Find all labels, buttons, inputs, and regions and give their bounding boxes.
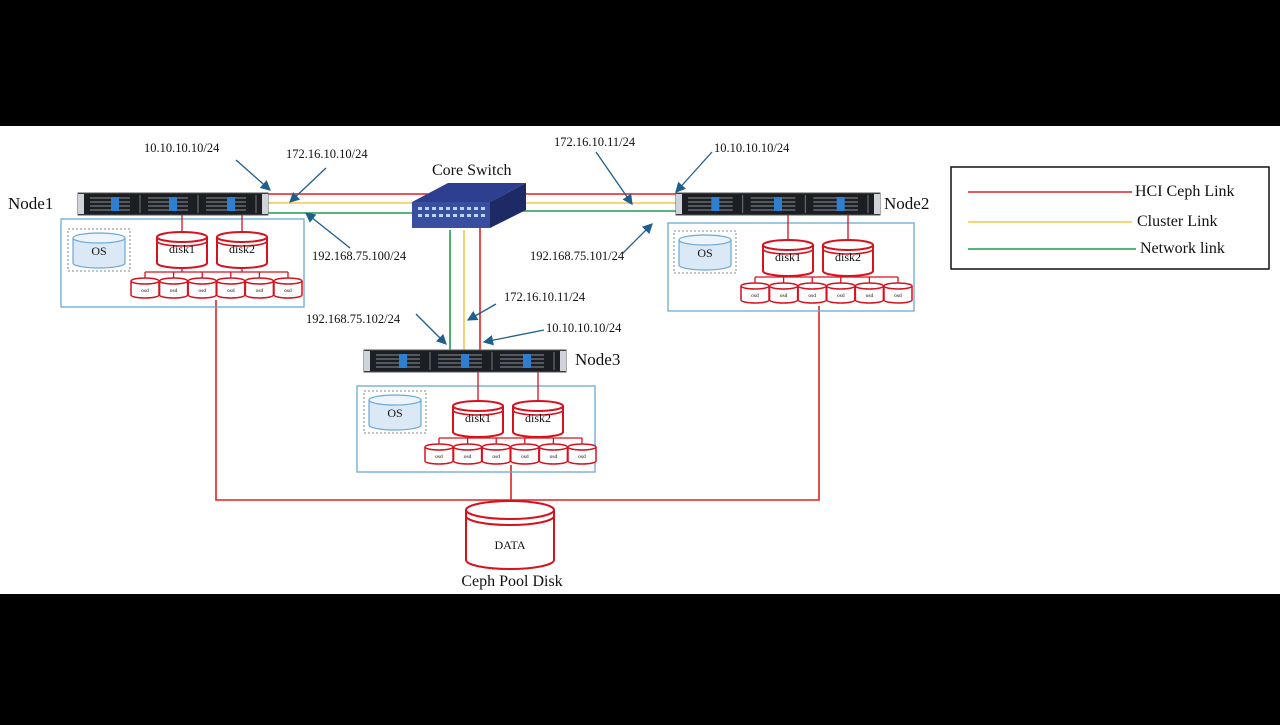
osd-label: osd <box>170 288 178 294</box>
osd-label: osd <box>866 293 874 299</box>
data-disk-1: disk1 <box>452 372 504 438</box>
pool-disk-label: DATA <box>494 538 525 552</box>
server-icon <box>363 349 567 373</box>
ip-node2-cluster: 172.16.10.11/24 <box>554 135 636 149</box>
legend-box <box>950 166 1270 270</box>
osd-disk: osd <box>883 282 913 304</box>
ceph-pool-disk: DATA Ceph Pool Disk <box>461 500 563 590</box>
osd-disk: osd <box>452 443 483 465</box>
os-disk: OS <box>363 390 427 434</box>
data-disk-2: disk2 <box>512 372 564 438</box>
osd-label: osd <box>256 288 264 294</box>
ip-node3-cluster: 172.16.10.11/24 <box>504 290 586 304</box>
osd-disk: osd <box>768 282 799 304</box>
data-disk-label: disk2 <box>229 242 255 256</box>
osd-label: osd <box>141 288 149 294</box>
os-disk-label: OS <box>387 406 402 420</box>
os-disk: OS <box>673 230 737 274</box>
osd-label: osd <box>435 454 443 460</box>
data-disk-2: disk2 <box>822 215 874 277</box>
data-disk-1: disk1 <box>156 215 208 272</box>
node-name: Node1 <box>8 194 53 213</box>
data-disk-label: disk1 <box>169 242 195 256</box>
osd-label: osd <box>808 293 816 299</box>
osd-label: osd <box>521 454 529 460</box>
osd-label: osd <box>227 288 235 294</box>
switch-side <box>490 183 526 228</box>
core-switch: Core Switch <box>412 162 526 228</box>
osd-label: osd <box>464 454 472 460</box>
node-storage-box <box>667 222 915 312</box>
ip-node2-network: 192.168.75.101/24 <box>530 249 625 263</box>
osd-label: osd <box>780 293 788 299</box>
osd-label: osd <box>284 288 292 294</box>
osd-disk: osd <box>424 443 454 465</box>
links <box>215 193 820 501</box>
legend-label-cluster: Cluster Link <box>1137 213 1217 230</box>
pool-caption: Ceph Pool Disk <box>461 573 562 590</box>
data-disk-1: disk1 <box>762 215 814 277</box>
osd-disk: osd <box>187 277 217 299</box>
osd-disk: osd <box>273 277 303 299</box>
osd-disk: osd <box>854 282 885 304</box>
ip-node2-ceph: 10.10.10.10/24 <box>714 141 790 155</box>
osd-label: osd <box>198 288 206 294</box>
switch-top <box>412 183 526 202</box>
switch-front <box>412 202 490 228</box>
ip-labels: 10.10.10.10/24 172.16.10.10/24 192.168.7… <box>144 135 790 335</box>
legend: HCI Ceph Link Cluster Link Network link <box>950 166 1270 270</box>
data-disk-2: disk2 <box>216 215 268 272</box>
data-disk-label: disk2 <box>525 411 551 425</box>
osd-disk: osd <box>826 282 856 304</box>
osd-disk: osd <box>244 277 275 299</box>
data-disk-label: disk1 <box>775 250 801 264</box>
switch-ports-icon <box>418 207 485 217</box>
osd-label: osd <box>550 454 558 460</box>
server-icon <box>675 192 881 216</box>
legend-label-network: Network link <box>1140 240 1225 257</box>
ip-node3-network: 192.168.75.102/24 <box>306 312 401 326</box>
legend-label-ceph: HCI Ceph Link <box>1135 183 1235 200</box>
osd-disk: osd <box>797 282 827 304</box>
osd-disk: osd <box>740 282 770 304</box>
osd-label: osd <box>492 454 500 460</box>
os-disk: OS <box>67 228 131 272</box>
ceph-pool-link <box>215 300 820 501</box>
ip-arrows <box>235 151 713 346</box>
osd-disk: osd <box>538 443 569 465</box>
osd-label: osd <box>578 454 586 460</box>
data-disk-label: disk2 <box>835 250 861 264</box>
data-disk-label: disk1 <box>465 411 491 425</box>
osd-disk: osd <box>216 277 246 299</box>
ip-node1-cluster: 172.16.10.10/24 <box>286 147 368 161</box>
osd-disk: osd <box>481 443 511 465</box>
server-icon <box>77 192 269 216</box>
ip-node3-ceph: 10.10.10.10/24 <box>546 321 622 335</box>
os-disk-label: OS <box>91 244 106 258</box>
osd-label: osd <box>837 293 845 299</box>
os-disk-label: OS <box>697 246 712 260</box>
ip-node1-network: 192.168.75.100/24 <box>312 249 407 263</box>
osd-disk: osd <box>158 277 189 299</box>
node-name: Node3 <box>575 350 620 369</box>
node-name: Node2 <box>884 194 929 213</box>
node-storage-box <box>356 385 596 473</box>
osd-label: osd <box>751 293 759 299</box>
osd-disk: osd <box>510 443 540 465</box>
osd-label: osd <box>894 293 902 299</box>
osd-disk: osd <box>567 443 597 465</box>
osd-disk: osd <box>130 277 160 299</box>
ip-node1-ceph: 10.10.10.10/24 <box>144 141 220 155</box>
pool-disk-top <box>465 500 555 520</box>
core-switch-label: Core Switch <box>432 162 512 179</box>
